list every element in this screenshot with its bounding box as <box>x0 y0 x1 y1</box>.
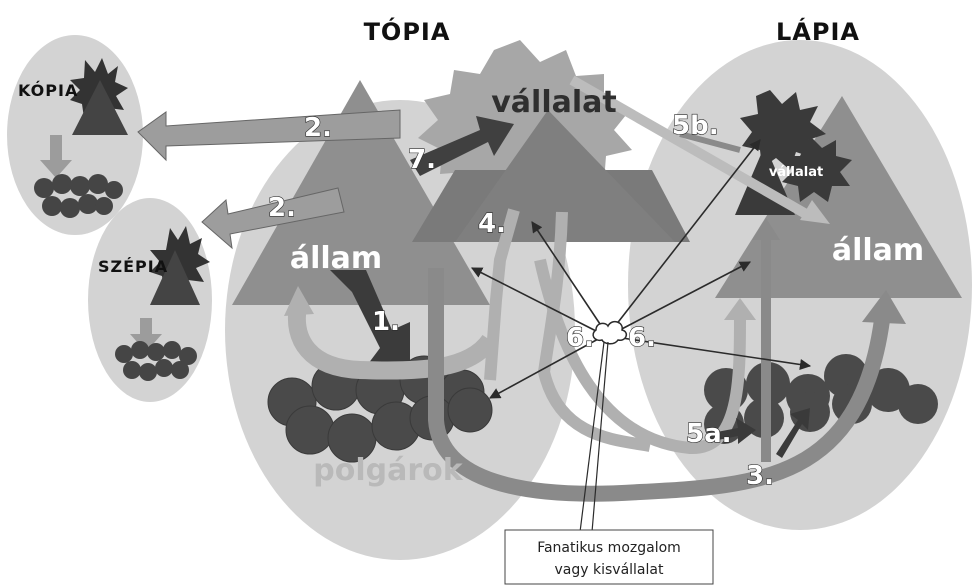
arrow-5b-head <box>800 200 830 224</box>
arrow-2-szepia <box>201 187 345 250</box>
arrow-3-small <box>776 408 810 458</box>
callout-line-1: Fanatikus mozgalom <box>537 540 681 556</box>
step-6-left: 6. <box>566 323 594 353</box>
szepia-state-triangle <box>150 250 200 305</box>
callout-line-left <box>579 341 605 533</box>
arrow-1 <box>330 270 410 368</box>
kopia-citizens <box>34 174 123 218</box>
step-3: 3. <box>746 461 774 491</box>
step-6-right: 6. <box>628 323 656 353</box>
arrow-vertical-lapia-head <box>752 218 780 240</box>
szepia-arrow <box>130 318 162 352</box>
lapia-corp-starburst-2 <box>782 136 852 202</box>
callout-box <box>504 529 714 585</box>
step-7: 7. <box>408 145 436 175</box>
lapia-corp-label: vállalat <box>769 165 823 180</box>
lapia-title: LÁPIA <box>776 17 860 46</box>
arrow-4-b <box>537 211 652 452</box>
arrow-7 <box>410 116 514 176</box>
topia-title: TÓPIA <box>364 16 451 46</box>
arrow-citizens-to-state-head <box>284 286 314 316</box>
arrow-3-head <box>862 290 906 324</box>
arrows-6 <box>471 139 812 399</box>
callout-line-2: vagy kisvállalat <box>555 562 664 578</box>
callout-line-right <box>591 341 609 533</box>
cloud-6 <box>592 320 628 345</box>
citizens-label: polgárok <box>313 453 463 488</box>
szepia-title: SZÉPIA <box>98 257 168 276</box>
szepia-citizens <box>115 341 197 381</box>
arrow-5b-small <box>679 131 741 153</box>
arrow-5a-small <box>706 418 756 444</box>
lapia-state-label: állam <box>832 233 924 268</box>
lapia-state-triangle <box>715 96 962 298</box>
step-2-szepia: 2. <box>268 193 296 223</box>
topia-corp-label: vállalat <box>491 85 616 120</box>
arrow-5a <box>534 258 746 455</box>
step-5a: 5a. <box>686 419 732 449</box>
topia-state-triangle <box>232 80 490 305</box>
step-1: 1. <box>372 307 400 337</box>
arrow-4-a <box>484 208 520 381</box>
arrow-3-u <box>428 268 890 502</box>
arrow-2-kopia <box>137 109 401 162</box>
arrow-citizens-to-state <box>287 304 498 380</box>
kopia-arrow <box>40 135 72 178</box>
topia-state-label: állam <box>290 241 382 276</box>
kopia-title: KÓPIA <box>18 81 78 100</box>
step-5b: 5b. <box>672 111 719 141</box>
kopia-state-triangle <box>72 80 128 135</box>
arrow-5a-head <box>724 298 756 320</box>
step-2-kopia: 2. <box>304 113 332 143</box>
arrow-5b <box>569 75 809 219</box>
step-4: 4. <box>478 209 506 239</box>
